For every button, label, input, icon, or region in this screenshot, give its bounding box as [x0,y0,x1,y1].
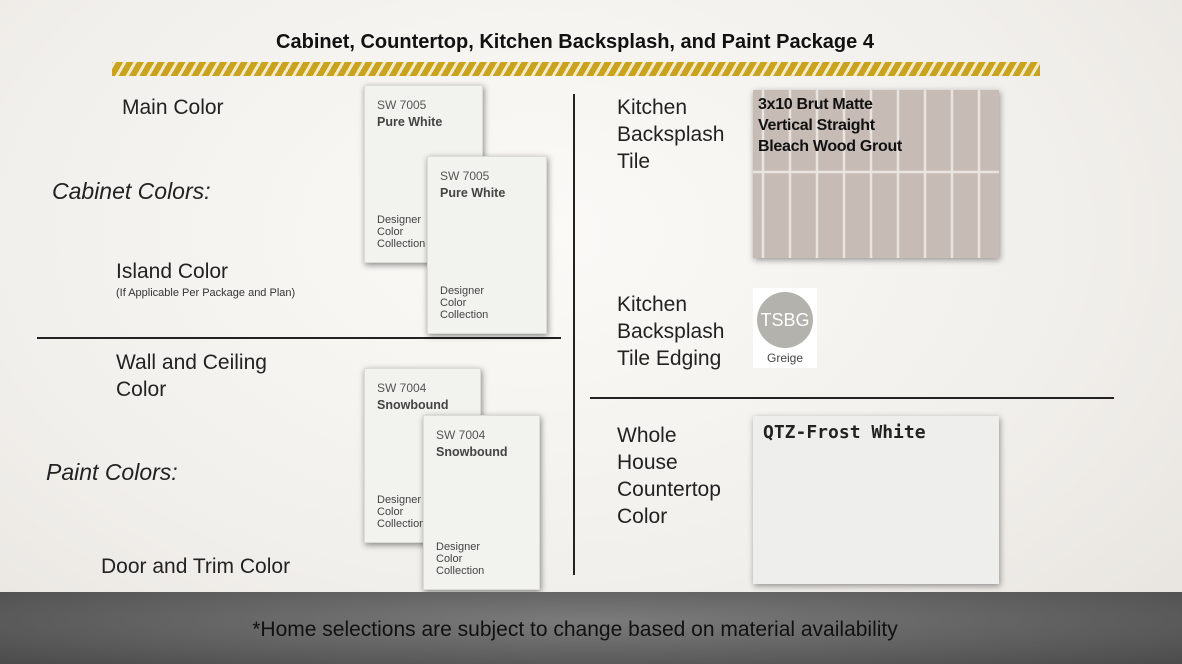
decorative-stripe [112,62,1040,76]
footer-bar: *Home selections are subject to change b… [0,592,1182,664]
door-trim-label: Door and Trim Color [101,555,291,578]
tsbg-logo: TSBG [757,292,813,348]
paint-colors-heading: Paint Colors: [46,459,178,485]
center-divider [573,94,575,575]
edging-color-name: Greige [766,351,804,365]
tile-pattern [753,90,999,258]
left-divider [37,337,561,339]
right-divider [590,397,1114,399]
availability-disclaimer: *Home selections are subject to change b… [252,618,898,641]
main-color-label: Main Color [122,96,224,119]
island-color-note: (If Applicable Per Package and Plan) [116,287,296,299]
tile-edging-swatch: TSBG Greige [753,288,817,368]
wall-ceiling-label: Wall and Ceiling Color [116,351,267,401]
island-color-label: Island Color [116,260,229,283]
cabinet-colors-heading: Cabinet Colors: [52,178,211,204]
page-title: Cabinet, Countertop, Kitchen Backsplash,… [276,31,874,53]
countertop-swatch: QTZ-Frost White [753,416,999,584]
countertop-name: QTZ-Frost White [763,422,926,443]
